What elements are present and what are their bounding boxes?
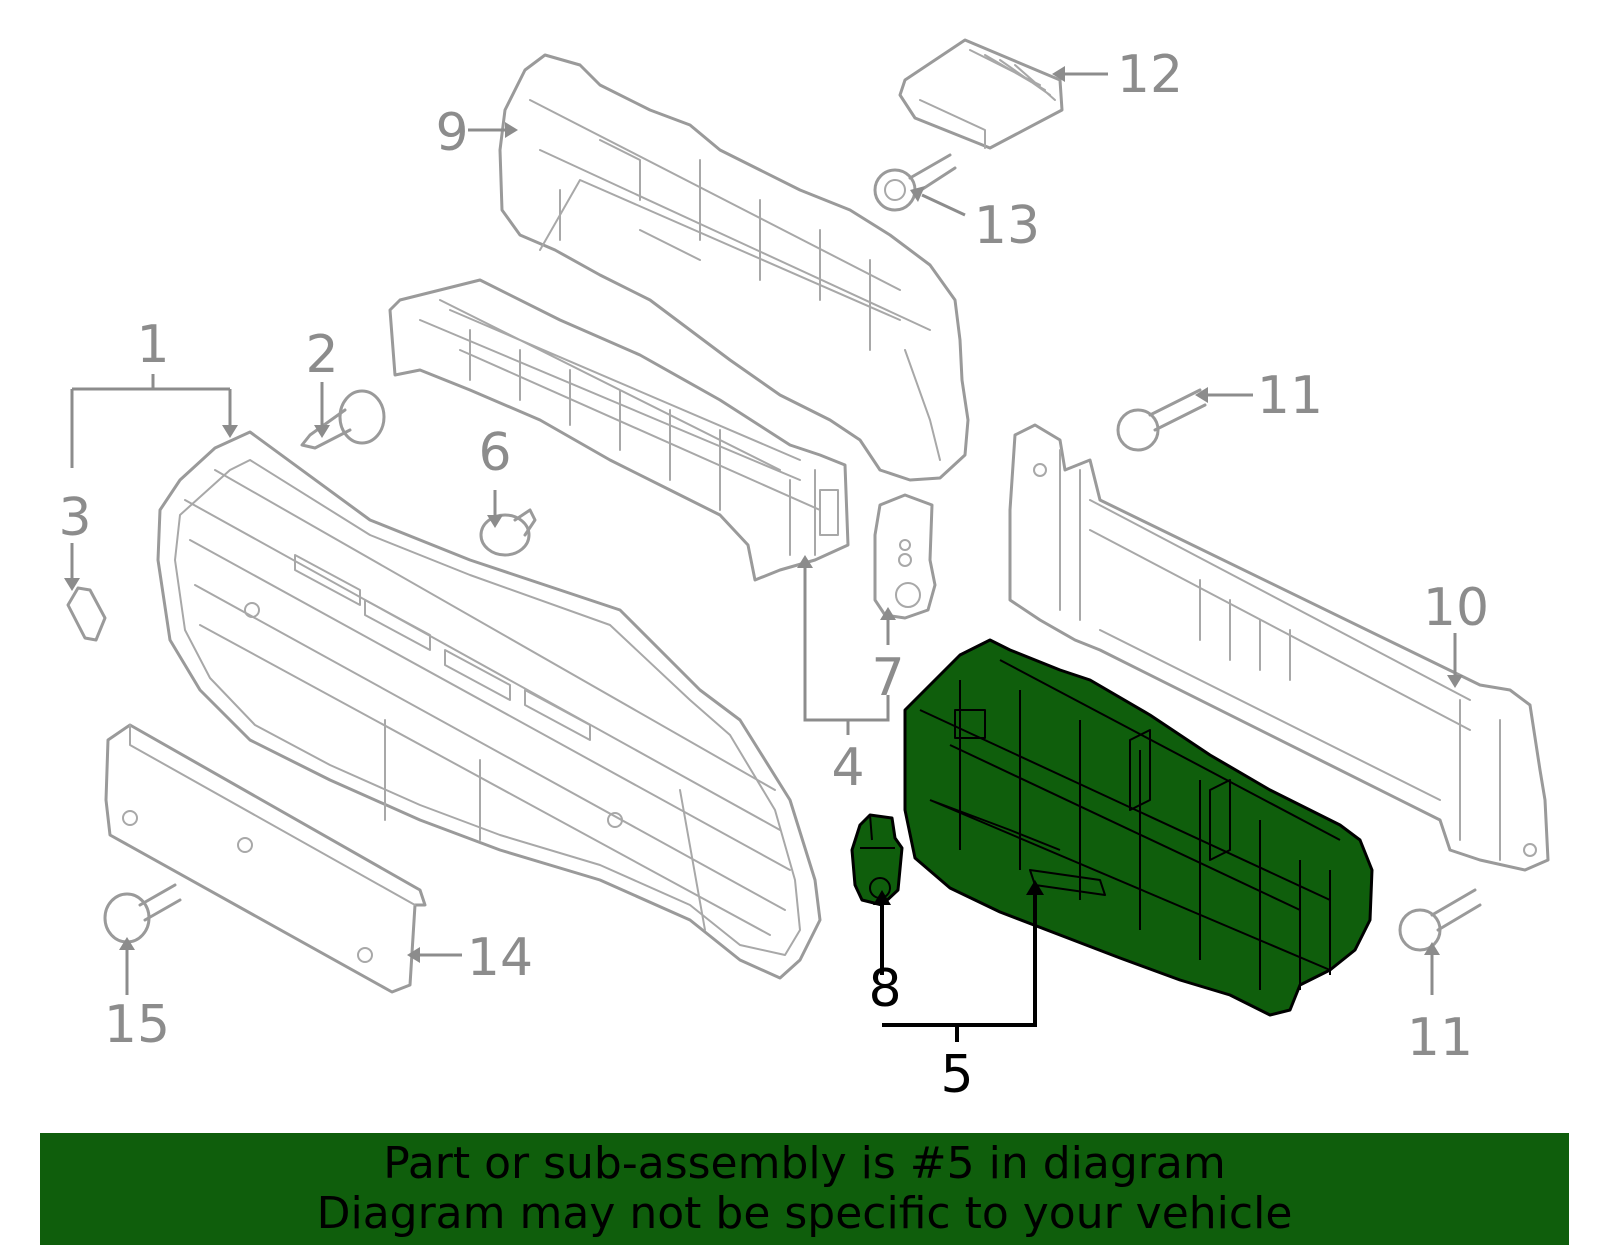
callout-9: 9 — [435, 103, 468, 163]
part-8-bracket[interactable] — [850, 813, 904, 907]
part-1-grille[interactable] — [156, 430, 822, 980]
callout-13: 13 — [974, 196, 1040, 256]
banner-line-2: Diagram may not be specific to your vehi… — [316, 1188, 1293, 1239]
part-2-push-pin[interactable] — [300, 389, 386, 450]
callout-15: 15 — [104, 995, 170, 1055]
part-7-bracket[interactable] — [873, 493, 937, 620]
info-banner: Part or sub-assembly is #5 in diagram Di… — [40, 1133, 1569, 1245]
leader-arrowheads — [64, 66, 1463, 963]
part-15-screw[interactable] — [103, 883, 182, 944]
callout-4: 4 — [831, 738, 864, 798]
leader-lines — [70, 72, 1457, 1042]
part-12-cover[interactable] — [898, 38, 1064, 150]
part-6-clip[interactable] — [479, 508, 537, 557]
part-10-frame[interactable] — [1008, 423, 1550, 872]
part-9-upper-bracket[interactable] — [498, 53, 970, 482]
callout-2: 2 — [305, 325, 338, 385]
callout-10: 10 — [1423, 578, 1489, 638]
callout-5: 5 — [940, 1045, 973, 1105]
callout-8: 8 — [868, 959, 901, 1019]
callout-12: 12 — [1117, 45, 1183, 105]
callout-7: 7 — [871, 648, 904, 708]
part-13-bolt[interactable] — [873, 153, 957, 212]
callout-labels: 1 2 3 4 5 6 7 8 9 10 11 11 12 13 14 15 — [58, 45, 1489, 1105]
part-4-air-duct[interactable] — [388, 278, 850, 582]
callout-6: 6 — [478, 423, 511, 483]
part-14-trim-panel[interactable] — [104, 723, 427, 994]
banner-line-1: Part or sub-assembly is #5 in diagram — [383, 1138, 1226, 1189]
callout-14: 14 — [467, 928, 533, 988]
callout-3: 3 — [58, 488, 91, 548]
part-5-deflector-highlighted[interactable] — [903, 638, 1374, 1017]
part-3-cap[interactable] — [66, 586, 107, 642]
part-11-screw-upper[interactable] — [1116, 388, 1207, 452]
callout-1: 1 — [136, 315, 169, 375]
part-11-screw-lower[interactable] — [1398, 888, 1482, 952]
callout-11-lower: 11 — [1407, 1008, 1473, 1068]
callout-11-upper: 11 — [1257, 366, 1323, 426]
